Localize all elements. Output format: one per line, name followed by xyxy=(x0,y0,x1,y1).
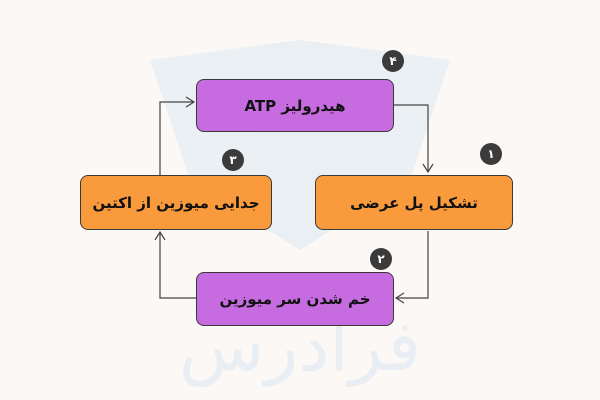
step-number-badge-2: ۲ xyxy=(370,248,392,270)
step-4-atp-hydrolysis: هیدرولیز ATP xyxy=(196,79,394,132)
step-number-badge-1: ۱ xyxy=(480,143,502,165)
arrow-2-to-3 xyxy=(159,232,196,299)
step-2-power-stroke: خم شدن سر میوزین xyxy=(196,272,394,326)
step-label: هیدرولیز ATP xyxy=(244,96,346,115)
arrow-4-to-1 xyxy=(394,104,429,172)
arrow-1-to-2 xyxy=(396,231,429,299)
step-label: جدایی میوزین از اکتین xyxy=(92,193,260,212)
arrow-3-to-4 xyxy=(159,101,194,175)
step-number-badge-4: ۴ xyxy=(382,50,404,72)
step-1-cross-bridge: تشکیل پل عرضی xyxy=(315,175,513,230)
step-3-detachment: جدایی میوزین از اکتین xyxy=(80,175,272,230)
step-label: تشکیل پل عرضی xyxy=(350,193,478,212)
step-label: خم شدن سر میوزین xyxy=(219,290,371,308)
step-number-badge-3: ۳ xyxy=(222,149,244,171)
